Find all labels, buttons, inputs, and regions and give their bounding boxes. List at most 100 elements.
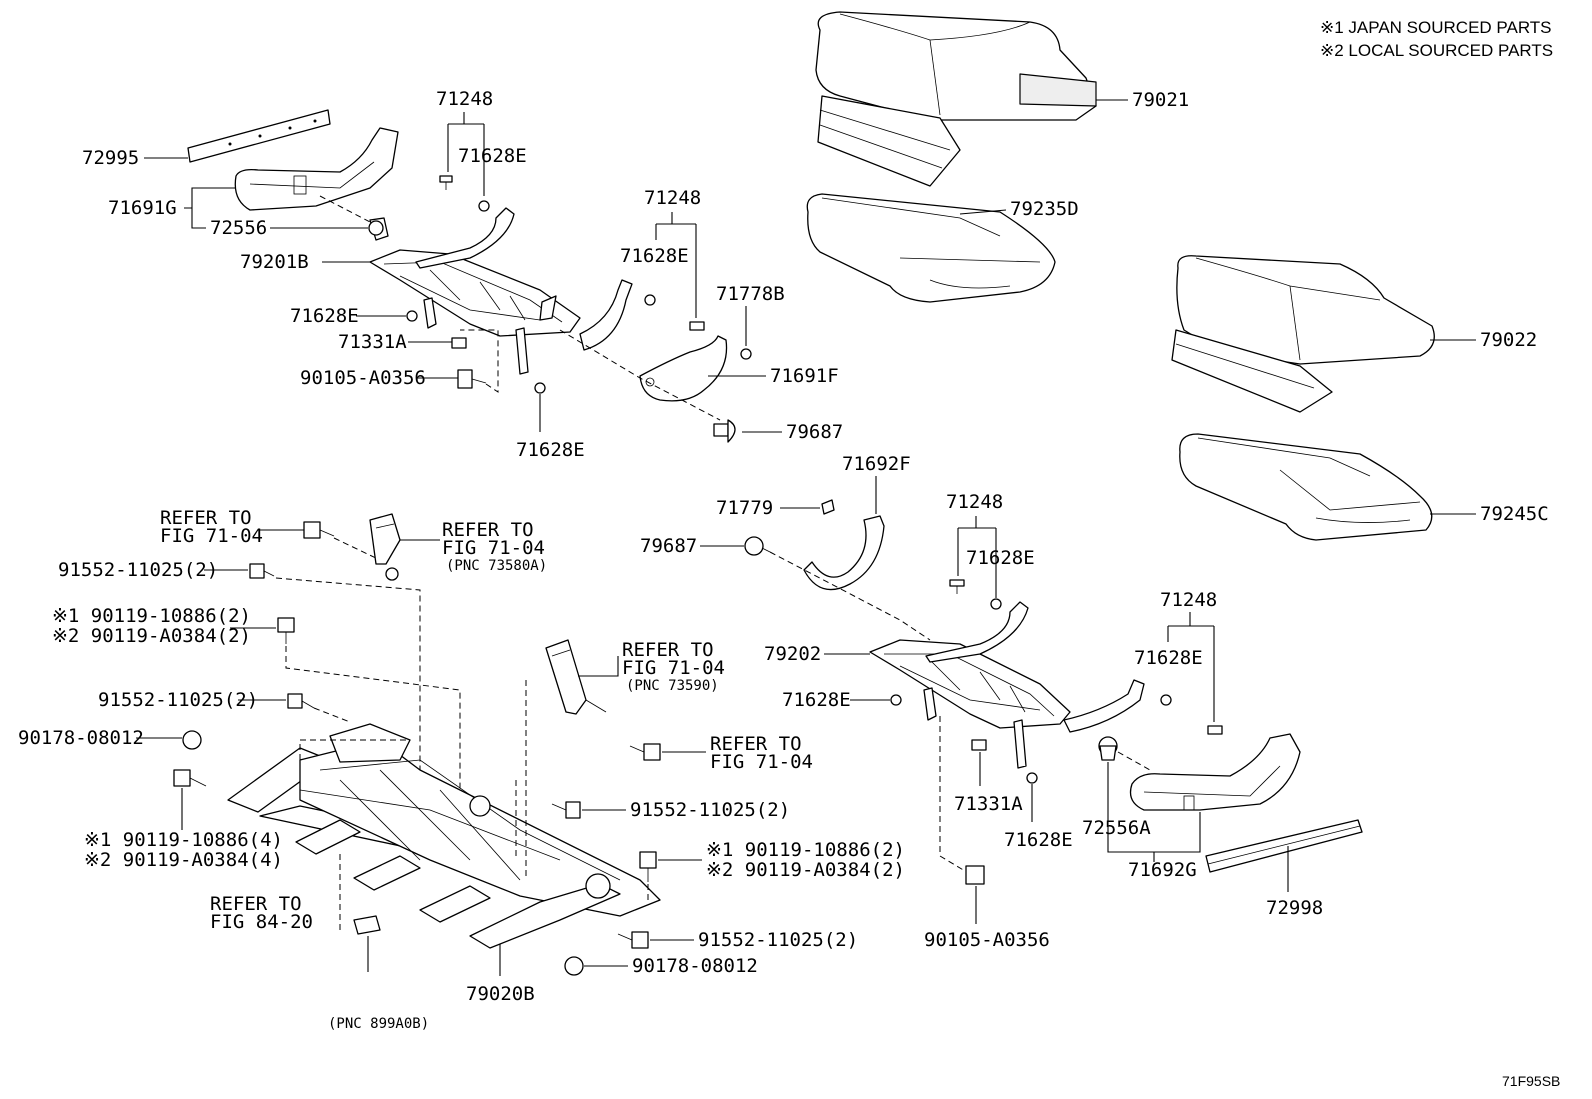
pin-79687-b[interactable]	[744, 536, 771, 556]
label-90178-b[interactable]: 90178-08012	[632, 955, 758, 977]
nut-71628E-d[interactable]	[534, 382, 546, 394]
label-91552-b[interactable]: 91552-11025(2)	[98, 689, 258, 711]
bolt-90105-a[interactable]	[457, 369, 487, 389]
label-refer5-line1[interactable]: REFER TO	[210, 893, 302, 915]
nut-71628E-f[interactable]	[1160, 694, 1172, 706]
label-79021[interactable]: 79021	[1132, 89, 1189, 111]
label-refer2-pnc[interactable]: (PNC 73580A)	[446, 558, 547, 574]
nut-90178-a[interactable]	[182, 730, 202, 750]
bolt-90119-a[interactable]	[277, 617, 295, 644]
cover-71691G[interactable]	[234, 127, 399, 211]
cap-71778B[interactable]	[740, 348, 752, 360]
label-91552-c[interactable]: 91552-11025(2)	[630, 799, 790, 821]
label-71331A-a[interactable]: 71331A	[338, 331, 407, 353]
label-71248-a[interactable]: 71248	[436, 88, 493, 110]
bolt-71331A-b[interactable]	[971, 739, 987, 751]
bolt-90119-b[interactable]	[173, 769, 207, 787]
bolt-90119-c[interactable]	[639, 851, 657, 882]
bolt-90105-b[interactable]	[965, 865, 985, 885]
label-71331A-b[interactable]: 71331A	[954, 793, 1023, 815]
hinge-bracket-79201B[interactable]	[579, 279, 633, 351]
label-90119-b1[interactable]: ※1 90119-10886(4)	[84, 829, 283, 851]
label-90119-a2[interactable]: ※2 90119-A0384(2)	[52, 625, 251, 647]
label-90119-b2[interactable]: ※2 90119-A0384(4)	[84, 849, 283, 871]
label-71628E-e[interactable]: 71628E	[966, 547, 1035, 569]
screw-71248-d[interactable]	[1207, 725, 1223, 735]
label-71779[interactable]: 71779	[716, 497, 773, 519]
label-71628E-g[interactable]: 71628E	[782, 689, 851, 711]
label-refer2-line2[interactable]: FIG 71-04	[442, 537, 545, 559]
label-79020B[interactable]: 79020B	[466, 983, 535, 1005]
label-71628E-b[interactable]: 71628E	[620, 245, 689, 267]
label-79201B[interactable]: 79201B	[240, 251, 309, 273]
label-91552-a[interactable]: 91552-11025(2)	[58, 559, 218, 581]
seat-cushion-pad-79235D[interactable]	[806, 193, 1056, 303]
label-79687-b[interactable]: 79687	[640, 535, 697, 557]
label-90119-a1[interactable]: ※1 90119-10886(2)	[52, 605, 251, 627]
seat-belt-buckle-73580A[interactable]	[369, 513, 401, 581]
clip-72556A[interactable]	[1098, 736, 1118, 761]
label-79687-a[interactable]: 79687	[786, 421, 843, 443]
label-71628E-d[interactable]: 71628E	[516, 439, 585, 461]
clip-72556[interactable]	[368, 217, 389, 241]
strip-72995[interactable]	[187, 109, 331, 163]
label-71692F[interactable]: 71692F	[842, 453, 911, 475]
label-90119-c1[interactable]: ※1 90119-10886(2)	[706, 839, 905, 861]
pin-79687-a[interactable]	[713, 419, 736, 443]
seat-belt-buckle-73590[interactable]	[545, 639, 607, 715]
screw-71248-a[interactable]	[439, 175, 453, 190]
frame-79201B[interactable]	[369, 207, 581, 375]
nut-71628E-a[interactable]	[478, 200, 490, 212]
label-71628E-a[interactable]: 71628E	[458, 145, 527, 167]
bolt-91552-b[interactable]	[287, 693, 315, 709]
bolt-91552-c[interactable]	[551, 801, 581, 819]
label-71248-c[interactable]: 71248	[946, 491, 1003, 513]
label-refer3-line1[interactable]: REFER TO	[622, 639, 714, 661]
label-79022[interactable]: 79022	[1480, 329, 1537, 351]
label-refer3-line2[interactable]: FIG 71-04	[622, 657, 725, 679]
label-71628E-f[interactable]: 71628E	[1134, 647, 1203, 669]
bolt-refer4[interactable]	[629, 743, 661, 761]
strip-72998[interactable]	[1205, 819, 1363, 873]
label-71248-b[interactable]: 71248	[644, 187, 701, 209]
label-refer1-line2[interactable]: FIG 71-04	[160, 525, 263, 547]
label-72998[interactable]: 72998	[1266, 897, 1323, 919]
label-71628E-h[interactable]: 71628E	[1004, 829, 1073, 851]
label-71628E-c[interactable]: 71628E	[290, 305, 359, 327]
nut-71628E-c[interactable]	[406, 310, 418, 322]
label-90105-a[interactable]: 90105-A0356	[300, 367, 426, 389]
seat-track-79020B[interactable]	[227, 723, 661, 949]
bolt-refer1[interactable]	[303, 521, 335, 539]
label-refer4-line2[interactable]: FIG 71-04	[710, 751, 813, 773]
label-71692G[interactable]: 71692G	[1128, 859, 1197, 881]
nut-90178-b[interactable]	[564, 956, 584, 976]
label-90105-b[interactable]: 90105-A0356	[924, 929, 1050, 951]
label-79202[interactable]: 79202	[764, 643, 821, 665]
nut-71628E-b[interactable]	[644, 294, 656, 306]
label-refer1-line1[interactable]: REFER TO	[160, 507, 252, 529]
label-91552-d[interactable]: 91552-11025(2)	[698, 929, 858, 951]
screw-71248-b[interactable]	[689, 321, 705, 331]
label-72556A[interactable]: 72556A	[1082, 817, 1151, 839]
bolt-91552-a[interactable]	[249, 563, 275, 579]
bolt-71331A-a[interactable]	[451, 337, 467, 349]
label-72556[interactable]: 72556	[210, 217, 267, 239]
label-79245C[interactable]: 79245C	[1480, 503, 1549, 525]
label-pnc-899A0B[interactable]: (PNC 899A0B)	[328, 1016, 429, 1032]
sensor-899A0B[interactable]	[353, 915, 381, 935]
bracket-71691F[interactable]	[639, 335, 728, 402]
label-refer2-line1[interactable]: REFER TO	[442, 519, 534, 541]
nut-71628E-g[interactable]	[890, 694, 902, 706]
label-71778B[interactable]: 71778B	[716, 283, 785, 305]
cover-71692G[interactable]	[1129, 733, 1301, 811]
label-refer3-pnc[interactable]: (PNC 73590)	[626, 678, 719, 694]
nut-71628E-h[interactable]	[1026, 772, 1038, 784]
label-refer4-line1[interactable]: REFER TO	[710, 733, 802, 755]
label-refer5-line2[interactable]: FIG 84-20	[210, 911, 313, 933]
label-72995[interactable]: 72995	[82, 147, 139, 169]
nut-71628E-e[interactable]	[990, 598, 1002, 610]
bracket-71692F[interactable]	[803, 515, 885, 591]
label-90119-c2[interactable]: ※2 90119-A0384(2)	[706, 859, 905, 881]
frame-79202[interactable]	[869, 601, 1145, 769]
seat-cushion-cover-79021[interactable]	[815, 11, 1097, 187]
